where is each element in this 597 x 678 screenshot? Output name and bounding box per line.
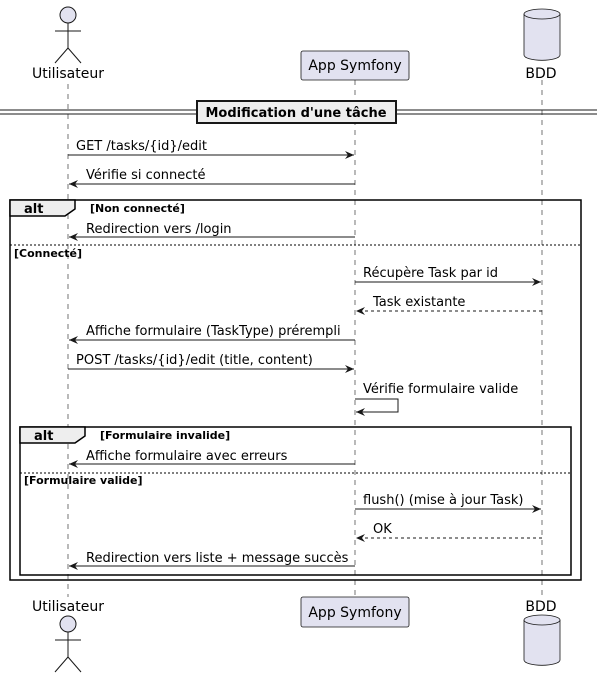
alt-guard: [Formulaire valide] bbox=[24, 474, 143, 487]
actor-icon bbox=[59, 6, 77, 24]
message-4: Récupère Task par id bbox=[355, 266, 541, 286]
alt-frame-outer: alt [Non connecté] [Connecté] bbox=[9, 199, 582, 581]
message-12: Redirection vers liste + message succès bbox=[69, 551, 355, 570]
participant-app-label: App Symfony bbox=[308, 58, 401, 74]
message-label: Redirection vers /login bbox=[86, 222, 232, 237]
participant-user-bottom: Utilisateur bbox=[32, 599, 104, 673]
participant-user-label: Utilisateur bbox=[32, 66, 104, 82]
message-8-self: Vérifie formulaire valide bbox=[355, 382, 518, 416]
message-label: flush() (mise à jour Task) bbox=[363, 493, 523, 508]
database-icon bbox=[523, 14, 561, 61]
message-7: POST /tasks/{id}/edit (title, content) bbox=[68, 353, 354, 373]
message-1: GET /tasks/{id}/edit bbox=[68, 139, 354, 159]
message-2: Vérifie si connecté bbox=[69, 168, 355, 188]
participant-user-top: Utilisateur bbox=[32, 6, 104, 82]
participant-db-bottom: BDD bbox=[523, 599, 561, 666]
message-9: Affiche formulaire avec erreurs bbox=[69, 449, 355, 468]
participant-db-label: BDD bbox=[525, 66, 556, 82]
alt-frame-inner: alt [Formulaire invalide] [Formulaire va… bbox=[19, 426, 572, 576]
actor-icon bbox=[59, 615, 77, 633]
message-label: Vérifie si connecté bbox=[86, 168, 206, 183]
alt-keyword: alt bbox=[24, 202, 43, 217]
message-6: Affiche formulaire (TaskType) prérempli bbox=[69, 324, 355, 344]
participant-app-label: App Symfony bbox=[308, 605, 401, 621]
alt-guard: [Formulaire invalide] bbox=[100, 429, 230, 442]
message-label: OK bbox=[373, 522, 392, 537]
message-10: flush() (mise à jour Task) bbox=[355, 493, 541, 513]
participant-db-top: BDD bbox=[523, 8, 561, 82]
message-label: Récupère Task par id bbox=[363, 266, 498, 281]
message-label: Redirection vers liste + message succès bbox=[86, 551, 349, 566]
message-11: OK bbox=[356, 522, 542, 542]
message-label: Vérifie formulaire valide bbox=[363, 382, 518, 397]
alt-keyword: alt bbox=[34, 429, 53, 444]
section-divider: Modification d'une tâche bbox=[0, 100, 597, 124]
alt-guard: [Non connecté] bbox=[90, 202, 185, 215]
message-5: Task existante bbox=[356, 295, 542, 315]
message-label: Affiche formulaire avec erreurs bbox=[86, 449, 288, 464]
database-icon bbox=[523, 620, 561, 666]
participant-app-bottom: App Symfony bbox=[300, 596, 410, 628]
message-label: GET /tasks/{id}/edit bbox=[76, 139, 207, 154]
message-label: Task existante bbox=[372, 295, 465, 310]
alt-guard: [Connecté] bbox=[14, 247, 82, 260]
participant-db-label: BDD bbox=[525, 599, 556, 615]
message-label: POST /tasks/{id}/edit (title, content) bbox=[76, 353, 313, 368]
participant-user-label: Utilisateur bbox=[32, 599, 104, 615]
participant-app-top: App Symfony bbox=[300, 50, 410, 81]
message-3: Redirection vers /login bbox=[69, 222, 355, 241]
divider-title: Modification d'une tâche bbox=[205, 106, 386, 121]
message-label: Affiche formulaire (TaskType) prérempli bbox=[86, 324, 341, 339]
